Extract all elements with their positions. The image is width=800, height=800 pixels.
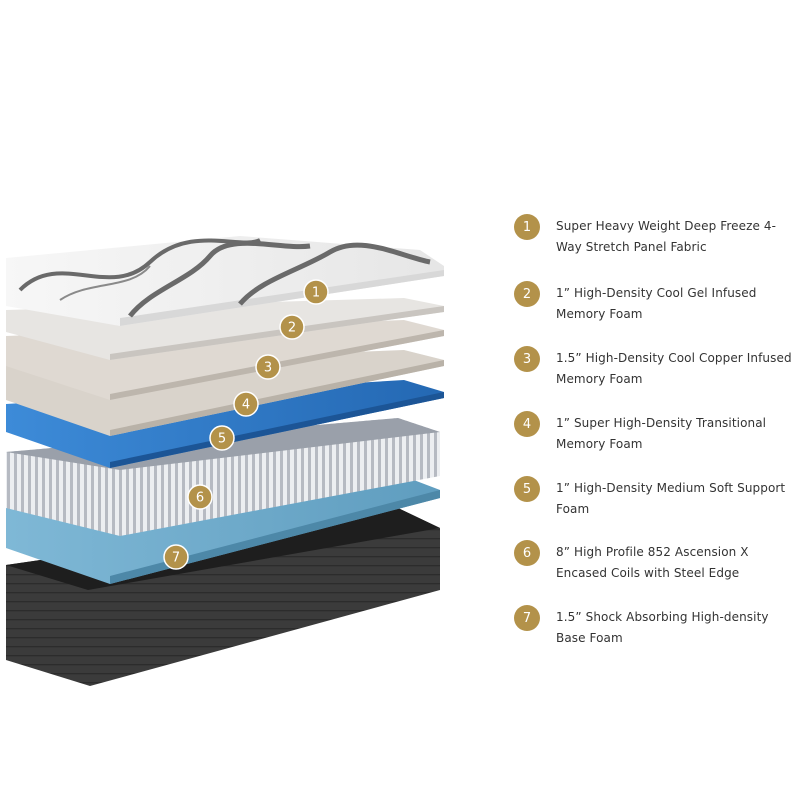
legend-label: 1.5” Shock Absorbing High-density Base F… bbox=[556, 610, 769, 645]
diagram-badge-number: 1 bbox=[312, 286, 320, 301]
diagram-badge-4: 4 bbox=[233, 391, 259, 417]
legend-number-badge: 5 bbox=[514, 476, 540, 502]
diagram-badge-number: 5 bbox=[218, 432, 226, 447]
legend-number-badge: 1 bbox=[514, 214, 540, 240]
legend-number-badge: 3 bbox=[514, 346, 540, 372]
diagram-badges: 1 2 3 4 5 6 7 bbox=[163, 279, 329, 570]
legend-label: 1” High-Density Medium Soft Support Foam bbox=[556, 481, 786, 516]
diagram-badge-1: 1 bbox=[303, 279, 329, 305]
legend-label: Super Heavy Weight Deep Freeze 4-Way Str… bbox=[556, 219, 777, 254]
diagram-badge-number: 3 bbox=[264, 361, 272, 376]
legend-label: 1.5” High-Density Cool Copper Infused Me… bbox=[556, 351, 792, 386]
mattress-illustration: 1 2 3 4 5 6 7 bbox=[6, 236, 444, 686]
legend-label: 8” High Profile 852 Ascension X Encased … bbox=[556, 545, 749, 580]
legend-number-badge: 4 bbox=[514, 411, 540, 437]
legend-number-badge: 7 bbox=[514, 605, 540, 631]
layer-1-fabric-cover bbox=[6, 236, 444, 326]
diagram-badge-3: 3 bbox=[255, 354, 281, 380]
diagram-badge-6: 6 bbox=[187, 484, 213, 510]
diagram-badge-number: 2 bbox=[288, 321, 296, 336]
legend-number-badge: 2 bbox=[514, 281, 540, 307]
diagram-badge-number: 6 bbox=[196, 491, 204, 506]
legend-number-badge: 6 bbox=[514, 540, 540, 566]
diagram-badge-number: 7 bbox=[172, 551, 180, 566]
diagram-badge-5: 5 bbox=[209, 425, 235, 451]
legend-label: 1” Super High-Density Transitional Memor… bbox=[556, 416, 767, 451]
diagram-badge-7: 7 bbox=[163, 544, 189, 570]
legend-label: 1” High-Density Cool Gel Infused Memory … bbox=[556, 286, 757, 321]
diagram-badge-number: 4 bbox=[242, 398, 250, 413]
layer-legend: 1 Super Heavy Weight Deep Freeze 4-Way St… bbox=[514, 0, 800, 800]
diagram-badge-2: 2 bbox=[279, 314, 305, 340]
